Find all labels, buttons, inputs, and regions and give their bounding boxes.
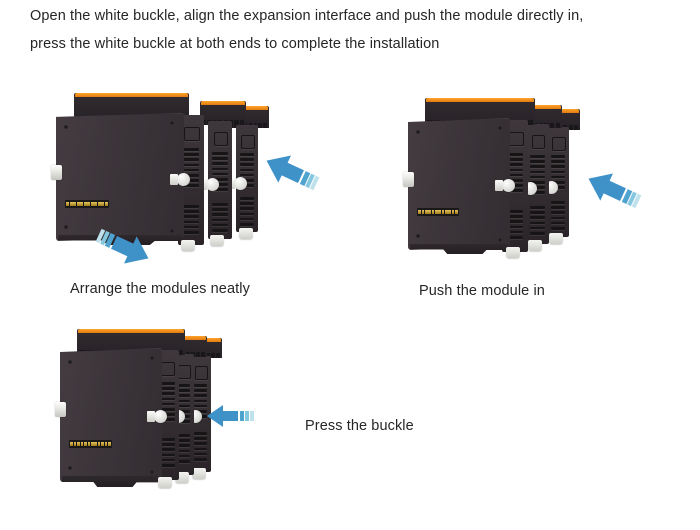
white-foot (158, 477, 172, 488)
gold-pin-header (417, 208, 459, 216)
instruction-line-1: Open the white buckle, align the expansi… (30, 8, 584, 24)
white-foot (175, 472, 189, 483)
white-buckle-left[interactable] (403, 172, 414, 187)
instruction-paragraph: Open the white buckle, align the expansi… (30, 2, 675, 58)
side-vent-grille (160, 362, 175, 376)
side-vent-grille (530, 155, 545, 194)
side-vent-grille (184, 127, 200, 141)
side-vent-grille (530, 206, 545, 235)
screw-dot (170, 121, 174, 125)
white-buckle-left[interactable] (55, 402, 66, 417)
white-foot (549, 233, 563, 244)
screw-dot (170, 229, 174, 233)
terminal-orange-strip (228, 106, 268, 110)
side-vent-grille (239, 153, 255, 187)
module-side-wall (208, 121, 232, 239)
module-base-plinth (62, 476, 160, 487)
module-side-wall (236, 125, 258, 232)
side-vent-grille (182, 205, 200, 234)
side-vent-grille (195, 366, 208, 380)
side-vent-grille (550, 201, 566, 230)
screw-dot (68, 466, 72, 470)
white-foot (506, 247, 520, 258)
step-2-caption: Push the module in (419, 283, 545, 299)
white-buckle-left[interactable] (51, 165, 62, 180)
white-foot (239, 228, 253, 239)
side-vent-grille (508, 132, 524, 146)
module-front-face (60, 348, 162, 482)
side-vent-grille (193, 432, 208, 461)
side-vent-grille (212, 152, 228, 191)
screw-dot (64, 225, 68, 229)
white-foot (192, 468, 206, 479)
side-vent-grille (178, 365, 191, 379)
white-buckle[interactable] (147, 410, 167, 423)
gold-pin-header (65, 200, 109, 208)
white-buckle[interactable] (227, 177, 247, 190)
side-vent-grille (176, 434, 191, 463)
screw-dot (416, 234, 420, 238)
white-foot (528, 240, 542, 251)
step-2-illustration (392, 90, 692, 280)
terminal-orange-strip (75, 93, 188, 97)
terminal-orange-strip (426, 98, 534, 102)
instruction-line-2: press the white buckle at both ends to c… (30, 36, 440, 52)
arrow-down-left-icon (262, 150, 320, 195)
screw-dot (498, 238, 502, 242)
side-vent-grille (506, 210, 524, 239)
step-3-press-buckle: Press the buckle (42, 322, 414, 522)
side-vent-grille (552, 137, 566, 151)
step-1-illustration (40, 85, 340, 275)
white-buckle[interactable] (199, 178, 219, 191)
side-vent-grille (212, 203, 228, 232)
white-buckle[interactable] (170, 173, 190, 186)
side-vent-grille (241, 135, 255, 149)
screw-dot (416, 130, 420, 134)
terminal-orange-strip (201, 101, 245, 105)
side-vent-grille (182, 148, 200, 187)
screw-dot (68, 360, 72, 364)
step-3-caption: Press the buckle (305, 418, 414, 434)
module-front-face (408, 118, 510, 250)
side-vent-grille (531, 135, 546, 149)
arrow-down-left-icon (584, 168, 642, 213)
gold-pin-header (69, 440, 112, 448)
side-vent-grille (239, 197, 255, 226)
step-1-arrange-modules: Arrange the modules neatly (40, 85, 340, 310)
module-side-wall (547, 127, 569, 237)
side-vent-grille (158, 438, 175, 467)
terminal-orange-strip (521, 105, 561, 109)
module-front-face (56, 113, 184, 241)
arrow-left-icon (205, 402, 257, 430)
screw-dot (150, 470, 154, 474)
arrow-up-right-icon (95, 225, 153, 270)
side-vent-grille (213, 132, 229, 146)
step-1-caption: Arrange the modules neatly (70, 281, 250, 297)
terminal-orange-strip (170, 336, 206, 340)
screw-dot (150, 356, 154, 360)
module-side-wall (526, 124, 549, 244)
screw-dot (498, 126, 502, 130)
step-2-push-module: Push the module in (392, 90, 692, 315)
step-3-illustration (42, 322, 342, 512)
white-buckle[interactable] (495, 179, 515, 192)
screw-dot (64, 125, 68, 129)
terminal-orange-strip (78, 329, 184, 333)
white-foot (181, 240, 195, 251)
white-foot (210, 235, 224, 246)
module-base-plinth (410, 244, 508, 254)
